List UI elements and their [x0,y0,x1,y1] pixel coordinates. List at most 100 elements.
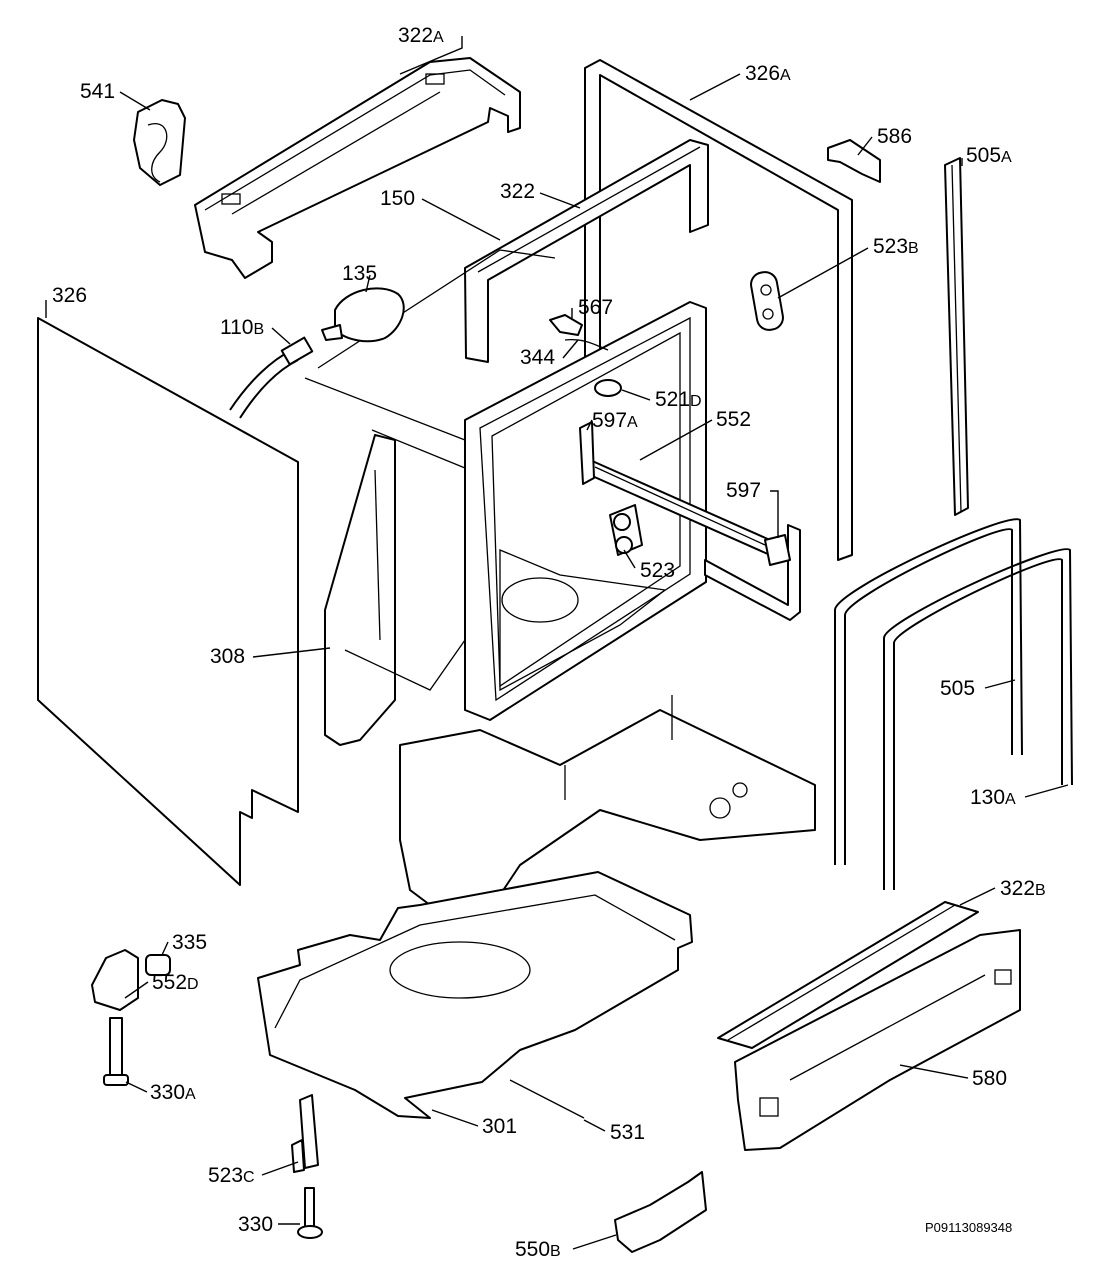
part-suffix: B [550,1243,561,1260]
gear-part [145,954,171,976]
part-number: 322 [1000,877,1035,900]
part-number: 326 [52,284,87,307]
leader-lines [45,36,1069,1250]
bolt-part [297,1187,323,1239]
detergent-dispenser-part [321,287,405,343]
base-tray-part [257,871,693,1119]
part-label-552d: 552D [152,971,199,994]
part-label-322a: 322A [398,24,444,47]
part-label-301: 301 [482,1115,517,1138]
part-number: 541 [80,80,115,103]
part-number: 531 [610,1121,645,1144]
part-label-580: 580 [972,1067,1007,1090]
top-frame-part [464,139,709,363]
part-label-523: 523 [640,559,675,582]
part-suffix: D [187,976,199,993]
kick-plate-part [734,929,1021,1151]
part-label-541: 541 [80,80,115,103]
part-number: 335 [172,931,207,954]
part-label-330: 330 [238,1213,273,1236]
rod-part [509,1079,585,1119]
part-suffix: B [253,321,264,338]
part-suffix: A [433,29,444,46]
part-number: 308 [210,645,245,668]
part-number: 597 [592,409,627,432]
rail-end-cap-part [579,421,595,485]
hose-part [229,336,314,419]
rail-stop-part [764,534,791,566]
part-label-523b: 523B [873,235,919,258]
part-label-523c: 523C [208,1164,255,1187]
screw-part [103,1017,129,1086]
part-suffix: C [243,1169,255,1186]
part-suffix: A [627,414,638,431]
part-number: 580 [972,1067,1007,1090]
part-number: 552 [152,971,187,994]
part-label-308: 308 [210,645,245,668]
part-suffix: A [780,67,791,84]
part-suffix: D [690,393,702,410]
right-wall-lower [704,524,801,621]
catch-clip-part [549,314,583,336]
part-number: 301 [482,1115,517,1138]
part-suffix: A [185,1086,196,1103]
part-label-110b: 110B [220,316,264,339]
part-label-322: 322 [500,180,535,203]
lower-rail-part [717,901,979,1049]
part-label-531: 531 [610,1121,645,1144]
part-number: 521 [655,388,690,411]
side-seal-strip-part [944,157,969,516]
part-label-330a: 330A [150,1081,196,1104]
part-number: 597 [726,479,761,502]
part-label-505: 505 [940,677,975,700]
part-number: 552 [716,408,751,431]
side-panel-part [37,317,299,886]
drawing-code: P09113089348 [925,1220,1012,1235]
part-number: 130 [970,786,1005,809]
part-label-597a: 597A [592,409,638,432]
part-label-130a: 130A [970,786,1016,809]
part-number: 110 [220,316,253,339]
part-number: 330 [150,1081,185,1104]
part-number: 550 [515,1238,550,1261]
part-label-335: 335 [172,931,207,954]
part-label-567: 567 [578,296,613,319]
part-number: 135 [342,262,377,285]
part-label-322b: 322B [1000,877,1046,900]
top-cover-part [194,57,521,279]
cover-bracket-part [614,1171,707,1253]
part-suffix: B [908,240,919,257]
part-label-505a: 505A [966,144,1012,167]
tub-floor [499,549,667,692]
part-label-521d: 521D [655,388,702,411]
sealing-ring-part [594,379,622,397]
door-spring-mechanism-part [324,434,466,746]
part-number: 344 [520,346,555,369]
part-label-326: 326 [52,284,87,307]
clip-part [133,99,186,186]
part-suffix: A [1005,791,1016,808]
hinge-bracket-part [291,1094,319,1173]
part-label-326a: 326A [745,62,791,85]
part-number: 326 [745,62,780,85]
part-number: 567 [578,296,613,319]
part-number: 322 [398,24,433,47]
base-frame-part [399,695,816,906]
part-suffix: A [1001,149,1012,166]
part-number: 523 [873,235,908,258]
bracket-part [827,139,881,183]
part-number: 505 [940,677,975,700]
valve-part [91,949,139,1011]
part-number: 523 [640,559,675,582]
part-number: 322 [500,180,535,203]
part-number: 586 [877,125,912,148]
part-label-552: 552 [716,408,751,431]
wire-spring-part [564,339,609,351]
part-suffix: B [1035,882,1046,899]
part-label-597: 597 [726,479,761,502]
inlet-bushing-part [609,504,643,556]
part-label-550b: 550B [515,1238,561,1261]
